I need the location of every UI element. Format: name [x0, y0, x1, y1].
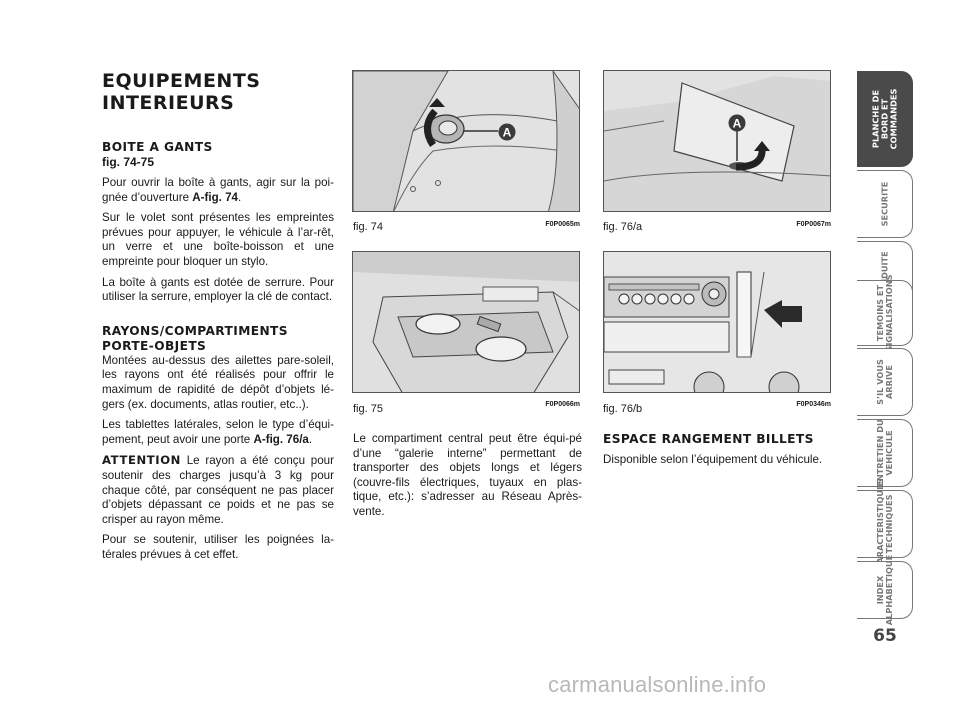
figure-76a-code: F0P0067m	[796, 221, 831, 228]
shelves-paragraph-2: Les tablettes latérales, selon le type d…	[102, 418, 334, 446]
glovebox-figure-ref: fig. 74-75	[102, 155, 155, 169]
figure-76a-caption: fig. 76/a	[603, 221, 643, 233]
figure-75-caption: fig. 75	[353, 403, 383, 415]
page-title: EQUIPEMENTS INTERIEURS	[102, 70, 334, 114]
glovebox-paragraph-3: La boîte à gants est dotée de serrure. P…	[102, 275, 334, 304]
central-compartment-paragraph: Le compartiment central peut être équi-p…	[353, 432, 582, 518]
figure-76b-image	[603, 251, 831, 393]
figure-74-code: F0P0065m	[545, 221, 580, 228]
right-column: ESPACE RANGEMENT BILLETS Disponible selo…	[603, 432, 833, 474]
figure-76a-image: A	[603, 70, 831, 212]
page-number: 65	[873, 626, 897, 646]
figure-76b-code: F0P0346m	[796, 401, 831, 408]
glovebox-paragraph-2: Sur le volet sont présentes les empreint…	[102, 211, 334, 268]
tab-label: SECURITE	[879, 181, 889, 227]
tab-securite[interactable]: SECURITE	[857, 170, 913, 238]
shelves-paragraph-1: Montées au-dessus des ailettes pare-sole…	[102, 353, 334, 411]
page-title-line2: INTERIEURS	[102, 92, 235, 114]
banknote-storage-heading: ESPACE RANGEMENT BILLETS	[603, 432, 814, 446]
left-column: EQUIPEMENTS INTERIEURS BOITE A GANTS fig…	[102, 70, 334, 568]
page-title-line1: EQUIPEMENTS	[102, 70, 261, 92]
shelves-paragraph-4: Pour se soutenir, utiliser les poignées …	[102, 533, 334, 561]
watermark: carmanualsonline.info	[548, 672, 767, 697]
middle-column: Le compartiment central peut être équi-p…	[353, 432, 582, 526]
glovebox-heading: BOITE A GANTS	[102, 140, 213, 154]
figure-74-caption: fig. 74	[353, 221, 383, 233]
attention-label: ATTENTION	[102, 453, 181, 468]
figure-76b-caption: fig. 76/b	[603, 403, 643, 415]
figure-75-code: F0P0066m	[545, 401, 580, 408]
figure-74-image: A	[352, 70, 580, 212]
marker-a-fig74: A	[503, 126, 512, 140]
banknote-storage-paragraph: Disponible selon l’équipement du véhicul…	[603, 453, 823, 466]
marker-a-fig76a: A	[733, 117, 742, 131]
attention-paragraph: ATTENTION Le rayon a été conçu pour sout…	[102, 453, 334, 526]
glovebox-paragraph-1: Pour ouvrir la boîte à gants, agir sur l…	[102, 176, 334, 204]
shelves-heading: RAYONS/COMPARTIMENTS PORTE-OBJETS	[102, 323, 288, 353]
figure-75-image	[352, 251, 580, 393]
